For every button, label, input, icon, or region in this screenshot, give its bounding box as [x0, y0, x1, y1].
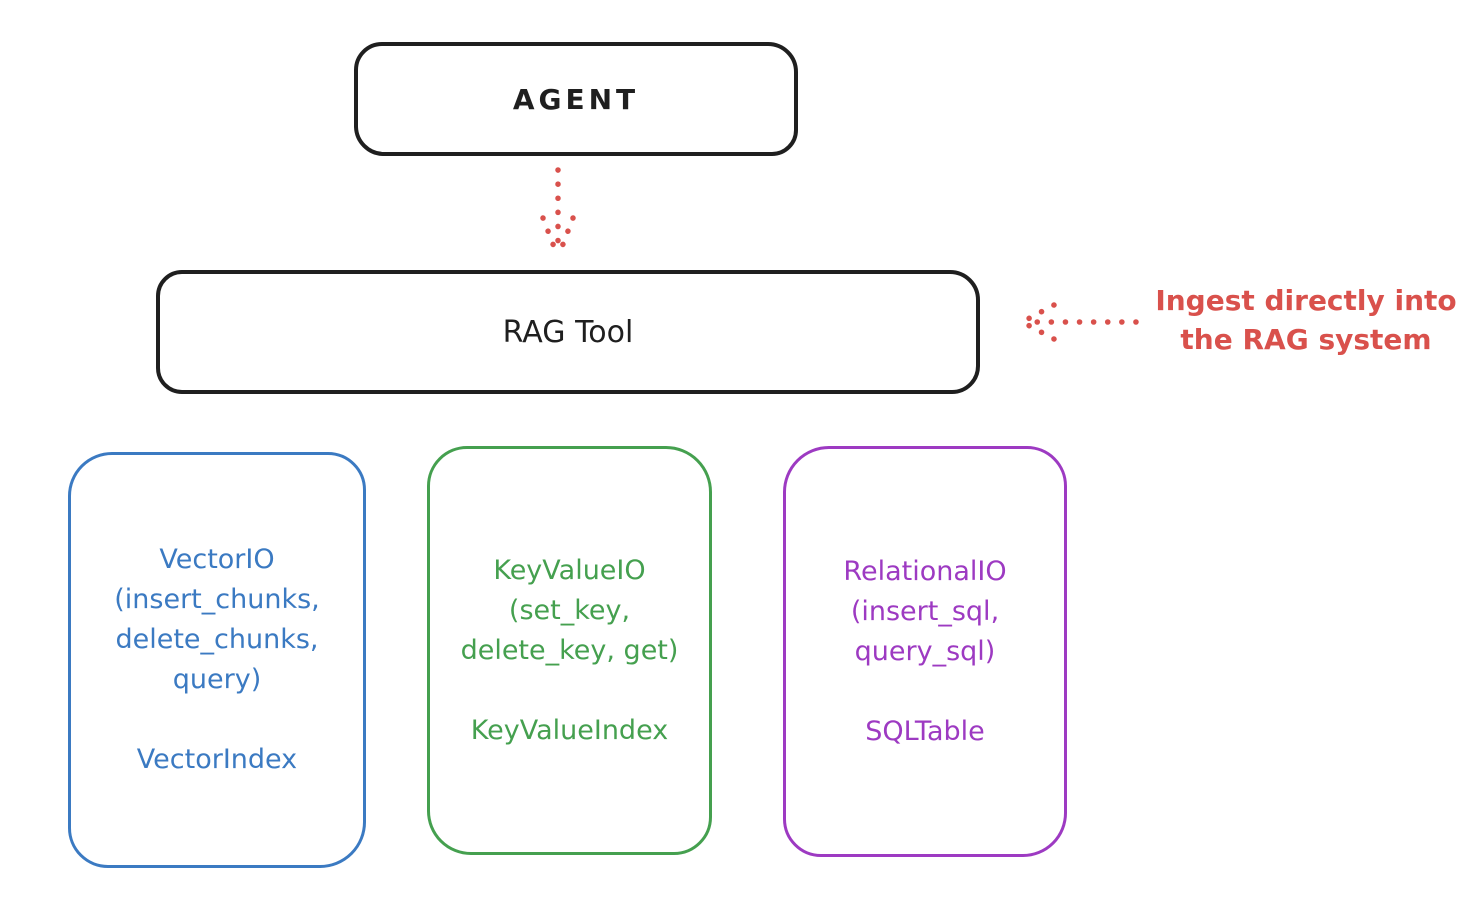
io-line: VectorIO [159, 544, 275, 575]
arrow-wing-right [557, 215, 576, 255]
vector-index-label: VectorIndex [136, 744, 298, 775]
arrow-wing-left [540, 215, 559, 255]
vector-io-text: VectorIO (insert_chunks, delete_chunks, … [114, 540, 319, 780]
ingest-annotation: Ingest directly into the RAG system [1128, 281, 1484, 359]
rag-tool-box: RAG Tool [156, 270, 980, 394]
io-line: query_sql) [854, 635, 996, 667]
io-line: KeyValueIO [493, 554, 646, 586]
ingest-annotation-line1: Ingest directly into [1155, 284, 1457, 317]
agent-to-rag-dotted-arrow [540, 167, 576, 255]
io-line: (insert_chunks, [114, 584, 320, 615]
arrow-wing-bottom [1023, 321, 1057, 342]
keyvalue-io-box: KeyValueIO (set_key, delete_key, get) Ke… [427, 446, 712, 855]
relational-io-text: RelationalIO (insert_sql, query_sql) SQL… [843, 552, 1006, 752]
keyvalue-index-label: KeyValueIndex [470, 714, 669, 746]
relational-io-box: RelationalIO (insert_sql, query_sql) SQL… [783, 446, 1067, 857]
io-line: (set_key, [508, 594, 631, 626]
io-line: query) [172, 664, 262, 695]
annotation-to-rag-dotted-arrow [1023, 302, 1139, 342]
io-line: RelationalIO [843, 555, 1007, 587]
agent-box: AGENT [354, 42, 798, 156]
io-line: (insert_sql, [850, 595, 1000, 627]
sql-table-label: SQLTable [865, 715, 985, 747]
keyvalue-io-text: KeyValueIO (set_key, delete_key, get) Ke… [461, 551, 679, 751]
io-line: delete_key, get) [460, 634, 679, 666]
vector-io-box: VectorIO (insert_chunks, delete_chunks, … [68, 452, 366, 868]
io-line: delete_chunks, [115, 624, 319, 655]
rag-tool-box-label: RAG Tool [502, 314, 634, 350]
agent-box-label: AGENT [512, 82, 640, 116]
ingest-annotation-line2: the RAG system [1180, 323, 1432, 356]
arrow-wing-top [1023, 302, 1057, 323]
